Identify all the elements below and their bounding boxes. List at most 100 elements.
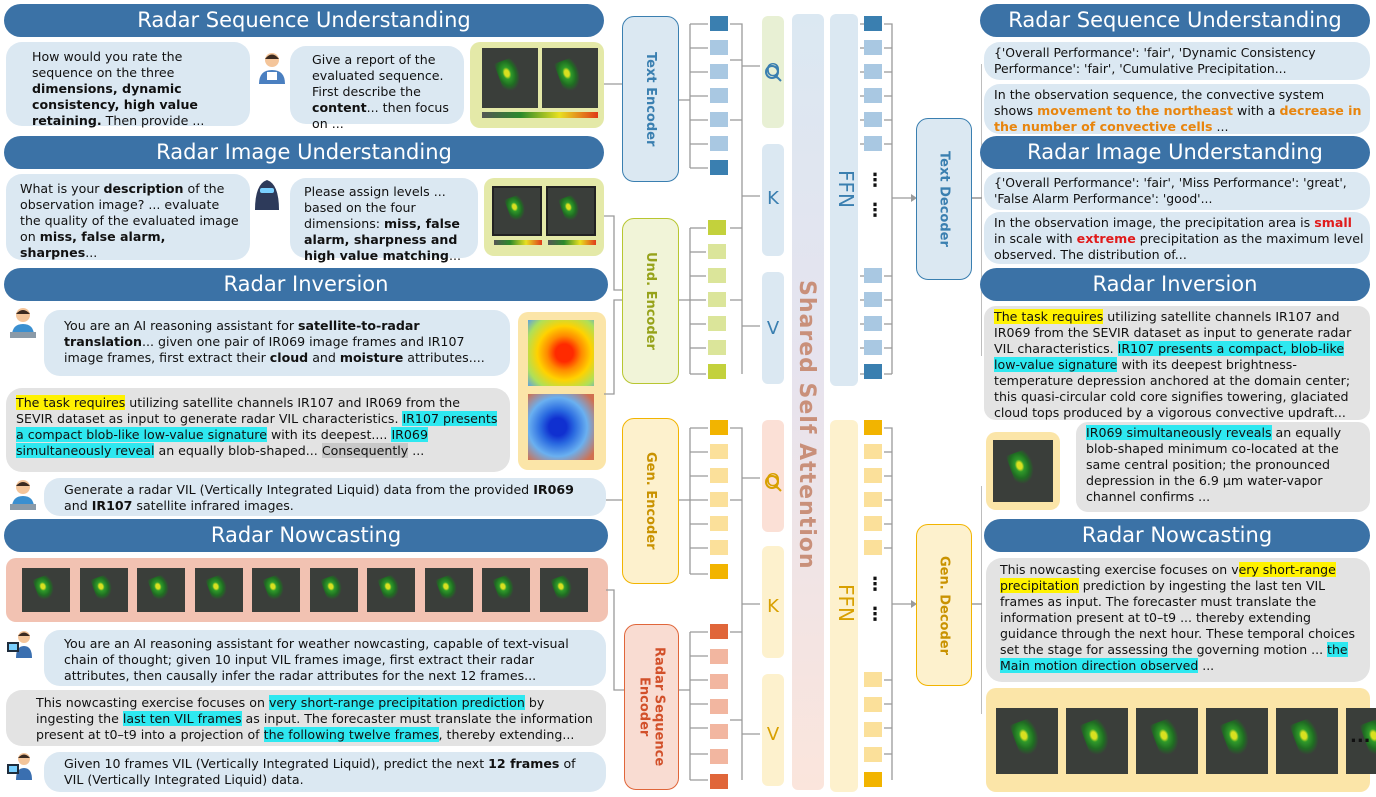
left-inversion-prompt: You are an AI reasoning assistant for sa… xyxy=(44,310,510,376)
radar-frame-image xyxy=(1136,708,1198,774)
bold-span: miss, false alarm, sharpness and high va… xyxy=(304,216,460,263)
token-block xyxy=(864,292,882,307)
text-span: prediction by ingesting the last ten VIL… xyxy=(1000,578,1356,657)
text-span: ... xyxy=(1198,658,1215,673)
text-decoder-block: Text Decoder xyxy=(916,118,972,280)
left-nowcasting-header: Radar Nowcasting xyxy=(4,519,608,552)
text-span: attributes.... xyxy=(403,350,485,365)
highlight-span: IR069 simultaneously reveals xyxy=(1086,425,1272,440)
token-block xyxy=(864,16,882,31)
token-block xyxy=(710,420,728,435)
bold-span: content xyxy=(312,100,367,115)
text-span: satellite infrared images. xyxy=(132,498,294,513)
user-computer-avatar-icon xyxy=(7,631,32,658)
bold-span: 12 frames xyxy=(488,756,560,771)
key-label: K xyxy=(767,596,779,617)
value-label: V xyxy=(766,724,780,745)
token-block xyxy=(710,160,728,175)
bold-span: description xyxy=(103,181,184,196)
ellipsis-dots: ⋮ xyxy=(866,604,884,625)
token-block xyxy=(864,268,882,283)
gen-decoder-block: Gen. Decoder xyxy=(916,524,972,686)
radar-image xyxy=(546,186,596,236)
token-block xyxy=(864,420,882,435)
token-block xyxy=(710,724,728,739)
nowcast-predicted-frames-strip xyxy=(986,688,1376,792)
key-bottom-column xyxy=(762,546,784,658)
ir107-satellite-image xyxy=(528,320,594,386)
token-block xyxy=(710,674,728,689)
token-block xyxy=(864,697,882,712)
und-encoder-label: Und. Encoder xyxy=(643,252,658,350)
token-block xyxy=(708,364,726,379)
ffn-bottom-label: FFN xyxy=(834,584,858,622)
right-inversion-answer-2: IR069 simultaneously reveals an equally … xyxy=(1076,422,1370,512)
token-block xyxy=(864,772,882,787)
highlight-span: the following twelve frames xyxy=(263,727,439,742)
generated-vil-image xyxy=(993,440,1053,502)
value-bottom-column xyxy=(762,674,784,786)
token-block xyxy=(710,624,728,639)
bold-span: miss, false alarm, sharpnes xyxy=(20,229,166,260)
text-encoder-label: Text Encoder xyxy=(643,51,658,147)
colorbar xyxy=(494,240,542,245)
token-block xyxy=(708,244,726,259)
radar-frame-image xyxy=(539,568,588,612)
text-span: ... xyxy=(448,248,461,263)
text-span: This nowcasting exercise focuses on xyxy=(36,695,269,710)
radar-frame-image xyxy=(1346,708,1376,774)
token-block xyxy=(710,40,728,55)
token-block xyxy=(864,364,882,379)
value-top-column xyxy=(762,272,784,384)
token-block xyxy=(710,564,728,579)
token-block xyxy=(864,40,882,55)
ellipsis-dots: ⋮ xyxy=(866,200,884,221)
radar-frame-image xyxy=(252,568,300,612)
text-span: Give a report of the evaluated sequence.… xyxy=(312,52,444,99)
radar-encoder-label: Radar Sequence Encoder xyxy=(636,647,667,767)
text-span: , thereby extending... xyxy=(438,727,575,742)
token-block xyxy=(710,540,728,555)
text-span: Then provide ... xyxy=(101,113,205,128)
token-block xyxy=(710,516,728,531)
right-seq-answer-1: {'Overall Performance': 'fair', 'Dynamic… xyxy=(984,42,1370,80)
shared-self-attention-label: Shared Self Attention xyxy=(794,280,819,570)
right-seq-answer-2: In the observation sequence, the convect… xyxy=(984,84,1370,134)
text-span: This nowcasting exercise focuses on v xyxy=(1000,562,1239,577)
text-span: ... then focus on ... xyxy=(312,100,449,131)
nowcast-input-frames-strip xyxy=(6,558,608,622)
token-block xyxy=(864,492,882,507)
left-img-question-2: Please assign levels ... based on the fo… xyxy=(290,178,478,263)
text-span: Given 10 frames VIL (Vertically Integrat… xyxy=(64,756,489,771)
shared-self-attention-block xyxy=(792,14,824,790)
token-block xyxy=(864,340,882,355)
token-block xyxy=(710,444,728,459)
token-block xyxy=(864,747,882,762)
highlight-span: last ten VIL frames xyxy=(122,711,242,726)
token-block xyxy=(864,64,882,79)
right-img-answer-1: {'Overall Performance': 'fair', 'Miss Pe… xyxy=(984,172,1370,210)
text-span: In the observation image, the precipitat… xyxy=(994,215,1315,230)
bold-span: moisture xyxy=(339,350,404,365)
left-nowcasting-reasoning: This nowcasting exercise focuses on very… xyxy=(6,690,606,746)
token-block xyxy=(708,316,726,331)
text-span: You are an AI reasoning assistant for xyxy=(64,318,299,333)
highlight-span: The task requires xyxy=(16,395,126,410)
text-span: by ingesting the xyxy=(36,695,545,726)
radar-frame-image xyxy=(1276,708,1338,774)
query-magnifier-icon xyxy=(765,475,782,492)
token-block xyxy=(864,112,882,127)
token-block xyxy=(708,292,726,307)
user-laptop-avatar-icon xyxy=(10,480,36,510)
highlight-span: Consequently xyxy=(321,443,409,458)
ellipsis-dots: ⋮ xyxy=(866,574,884,595)
radar-frame-image xyxy=(367,568,415,612)
more-frames-ellipsis: ... xyxy=(1350,726,1371,747)
text-span: with its deepest brightness-temperature … xyxy=(994,357,1351,420)
highlight-span: very short-range precipitation predictio… xyxy=(268,695,525,710)
ir069-satellite-image xyxy=(528,394,594,460)
bold-span: dimensions, dynamic consistency, high va… xyxy=(32,81,198,128)
radar-frame-image xyxy=(482,568,530,612)
text-span: an equally blob-shaped... xyxy=(154,443,322,458)
left-inversion-header: Radar Inversion xyxy=(4,268,608,301)
